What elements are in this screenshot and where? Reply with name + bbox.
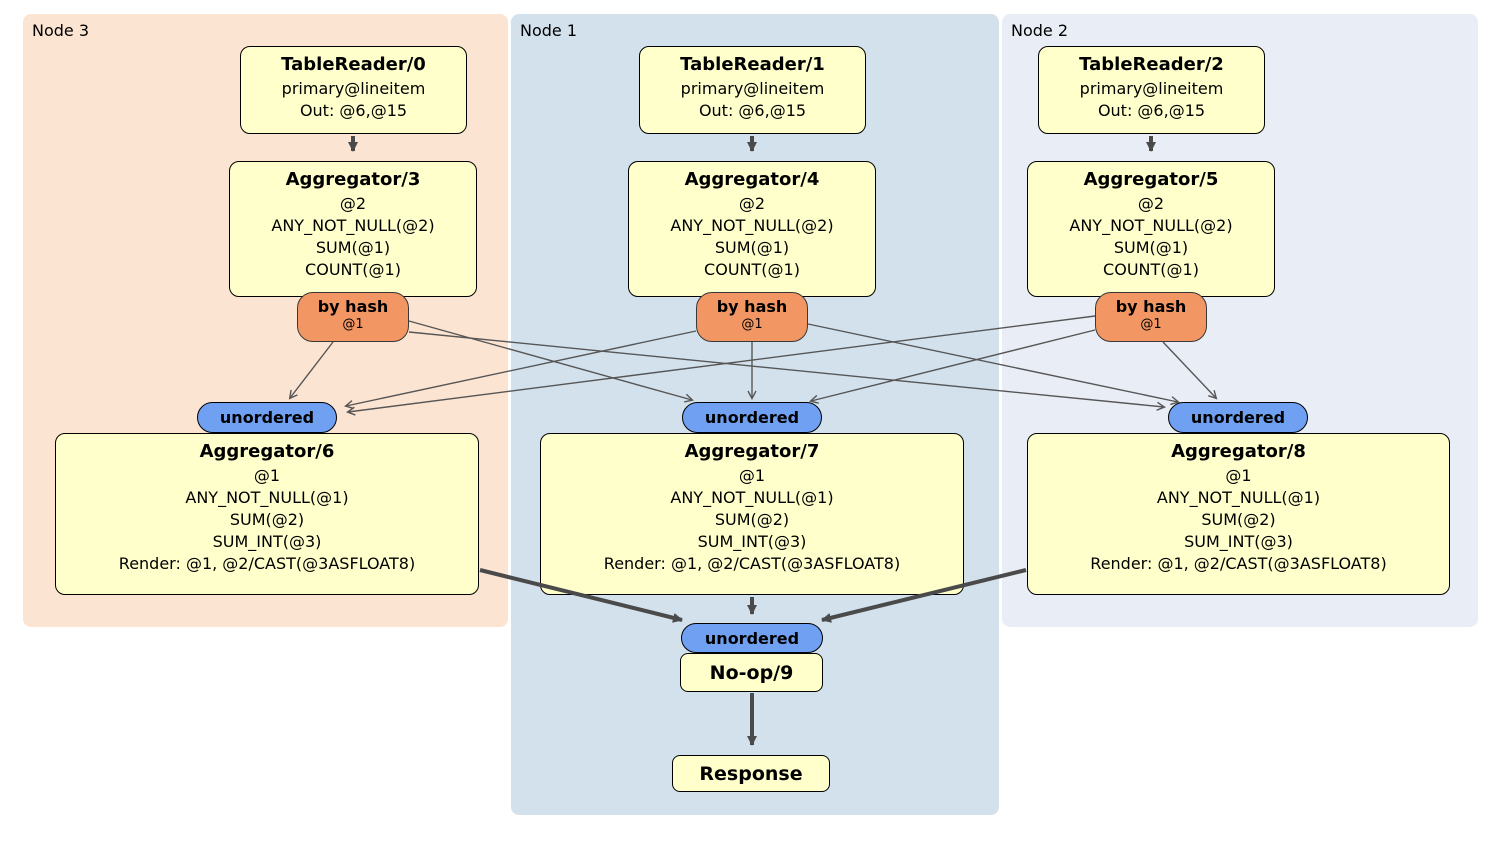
aggregator-4-row: @2 <box>738 194 766 213</box>
aggregator-6-box: Aggregator/6 @1 ANY_NOT_NULL(@1) SUM(@2)… <box>55 433 479 595</box>
tablereader-1-row: Out: @6,@15 <box>698 101 807 120</box>
hash-router-node2: by hash @1 <box>1095 292 1207 342</box>
tablereader-0-title: TableReader/0 <box>281 54 426 75</box>
tablereader-0-row: primary@lineitem <box>281 79 426 98</box>
aggregator-4-title: Aggregator/4 <box>684 169 820 190</box>
aggregator-3-row: @2 <box>339 194 367 213</box>
aggregator-4-row: ANY_NOT_NULL(@2) <box>670 216 834 235</box>
node2-label: Node 2 <box>1011 21 1069 40</box>
aggregator-8-box: Aggregator/8 @1 ANY_NOT_NULL(@1) SUM(@2)… <box>1027 433 1450 595</box>
aggregator-7-row: SUM_INT(@3) <box>697 532 807 551</box>
tablereader-0-row: Out: @6,@15 <box>299 101 408 120</box>
aggregator-5-box: Aggregator/5 @2 ANY_NOT_NULL(@2) SUM(@1)… <box>1027 161 1275 297</box>
aggregator-8-row: SUM_INT(@3) <box>1184 532 1293 551</box>
node3-label: Node 3 <box>32 21 90 40</box>
aggregator-8-row: @1 <box>1225 466 1252 485</box>
aggregator-7-row: Render: @1, @2/CAST(@3ASFLOAT8) <box>603 554 901 573</box>
aggregator-4-row: COUNT(@1) <box>704 260 800 279</box>
tablereader-1-row: primary@lineitem <box>680 79 825 98</box>
aggregator-3-box: Aggregator/3 @2 ANY_NOT_NULL(@2) SUM(@1)… <box>229 161 477 297</box>
aggregator-7-row: ANY_NOT_NULL(@1) <box>670 488 834 507</box>
unordered-sync-node1: unordered <box>682 402 822 433</box>
aggregator-5-row: @2 <box>1137 194 1165 213</box>
hash-router-node1-label: by hash <box>716 297 788 316</box>
aggregator-3-row: COUNT(@1) <box>305 260 401 279</box>
aggregator-8-row: Render: @1, @2/CAST(@3ASFLOAT8) <box>1090 554 1387 573</box>
tablereader-2-row: Out: @6,@15 <box>1097 101 1206 120</box>
aggregator-5-title: Aggregator/5 <box>1083 169 1219 190</box>
aggregator-4-box: Aggregator/4 @2 ANY_NOT_NULL(@2) SUM(@1)… <box>628 161 876 297</box>
unordered-sync-node2: unordered <box>1168 402 1308 433</box>
aggregator-5-row: SUM(@1) <box>1113 238 1189 257</box>
aggregator-6-row: SUM(@2) <box>229 510 305 529</box>
aggregator-4-row: SUM(@1) <box>714 238 790 257</box>
node1-label: Node 1 <box>520 21 578 40</box>
aggregator-7-title: Aggregator/7 <box>684 441 820 462</box>
hash-router-node1: by hash @1 <box>696 292 808 342</box>
aggregator-3-title: Aggregator/3 <box>285 169 421 190</box>
unordered-sync-final: unordered <box>681 623 823 653</box>
tablereader-2-row: primary@lineitem <box>1079 79 1224 98</box>
aggregator-7-row: @1 <box>738 466 766 485</box>
aggregator-8-title: Aggregator/8 <box>1171 441 1306 462</box>
aggregator-5-row: ANY_NOT_NULL(@2) <box>1069 216 1233 235</box>
aggregator-8-row: SUM(@2) <box>1201 510 1276 529</box>
hash-router-node3-detail: @1 <box>342 317 364 332</box>
hash-router-node1-detail: @1 <box>741 317 763 332</box>
aggregator-7-box: Aggregator/7 @1 ANY_NOT_NULL(@1) SUM(@2)… <box>540 433 964 595</box>
unordered-sync-node3: unordered <box>197 402 337 433</box>
tablereader-1-box: TableReader/1 primary@lineitem Out: @6,@… <box>639 46 866 134</box>
hash-router-node2-detail: @1 <box>1140 317 1162 332</box>
tablereader-2-box: TableReader/2 primary@lineitem Out: @6,@… <box>1038 46 1265 134</box>
hash-router-node3-label: by hash <box>317 297 389 316</box>
tablereader-1-title: TableReader/1 <box>680 54 825 75</box>
noop-9-title: No-op/9 <box>709 661 794 684</box>
hash-router-node3: by hash @1 <box>297 292 409 342</box>
response-box: Response <box>672 755 830 792</box>
aggregator-7-row: SUM(@2) <box>714 510 790 529</box>
aggregator-6-row: Render: @1, @2/CAST(@3ASFLOAT8) <box>118 554 416 573</box>
aggregator-5-row: COUNT(@1) <box>1103 260 1199 279</box>
aggregator-6-row: ANY_NOT_NULL(@1) <box>185 488 349 507</box>
aggregator-6-title: Aggregator/6 <box>199 441 335 462</box>
aggregator-8-row: ANY_NOT_NULL(@1) <box>1156 488 1321 507</box>
tablereader-0-box: TableReader/0 primary@lineitem Out: @6,@… <box>240 46 467 134</box>
tablereader-2-title: TableReader/2 <box>1079 54 1224 75</box>
aggregator-3-row: ANY_NOT_NULL(@2) <box>271 216 435 235</box>
aggregator-6-row: SUM_INT(@3) <box>212 532 322 551</box>
hash-router-node2-label: by hash <box>1115 297 1187 316</box>
noop-9-box: No-op/9 <box>680 653 823 692</box>
response-title: Response <box>699 762 803 785</box>
aggregator-6-row: @1 <box>253 466 281 485</box>
aggregator-3-row: SUM(@1) <box>315 238 391 257</box>
